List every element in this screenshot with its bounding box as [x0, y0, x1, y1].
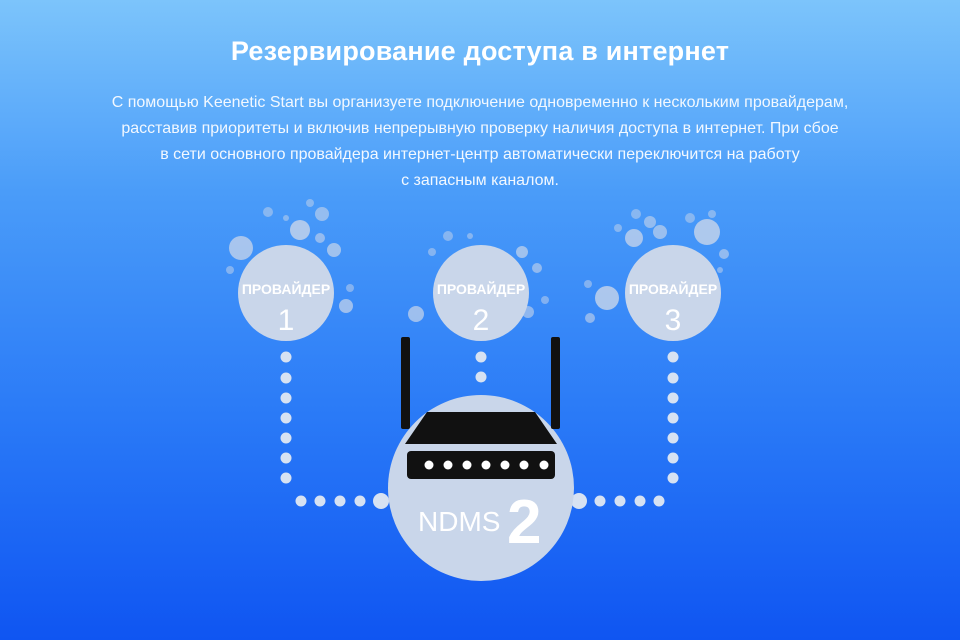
router-front — [407, 451, 555, 479]
page-title: Резервирование доступа в интернет — [230, 36, 730, 66]
router-antenna-right — [551, 337, 560, 429]
provider-bubble — [433, 245, 529, 341]
router-indicator-lights — [424, 460, 549, 470]
provider-bubble — [625, 245, 721, 341]
router-brand-text: NDMS — [418, 506, 500, 537]
provider-number: 3 — [665, 304, 682, 337]
description-line: С помощью Keenetic Start вы организуете … — [111, 94, 849, 111]
connection-line-provider-2 — [475, 351, 487, 383]
router-brand-number: 2 — [507, 488, 541, 557]
description-line: с запасным каналом. — [401, 172, 559, 189]
provider-node-2: ПРОВАЙДЕР 2 — [433, 245, 529, 341]
description-line: расставив приоритеты и включив непрерывн… — [121, 120, 839, 137]
connection-line-provider-3 — [571, 351, 679, 509]
provider-label: ПРОВАЙДЕР — [242, 280, 330, 297]
provider-label: ПРОВАЙДЕР — [629, 280, 717, 297]
connection-line-provider-1 — [280, 351, 389, 509]
provider-bubble — [238, 245, 334, 341]
decor-bubbles-2 — [408, 231, 549, 322]
provider-node-3: ПРОВАЙДЕР 3 — [625, 245, 721, 341]
provider-number: 1 — [278, 304, 295, 337]
router-node: NDMS 2 — [388, 337, 574, 581]
provider-number: 2 — [473, 304, 490, 337]
router-icon — [401, 337, 560, 479]
decor-bubbles-3 — [584, 209, 729, 323]
router-antenna-left — [401, 337, 410, 429]
page-description: С помощью Keenetic Start вы организуете … — [60, 90, 900, 194]
router-top — [405, 412, 557, 444]
provider-label: ПРОВАЙДЕР — [437, 280, 525, 297]
decor-bubbles-1 — [226, 199, 354, 313]
description-line: в сети основного провайдера интернет-цен… — [160, 146, 800, 163]
provider-node-1: ПРОВАЙДЕР 1 — [238, 245, 334, 341]
